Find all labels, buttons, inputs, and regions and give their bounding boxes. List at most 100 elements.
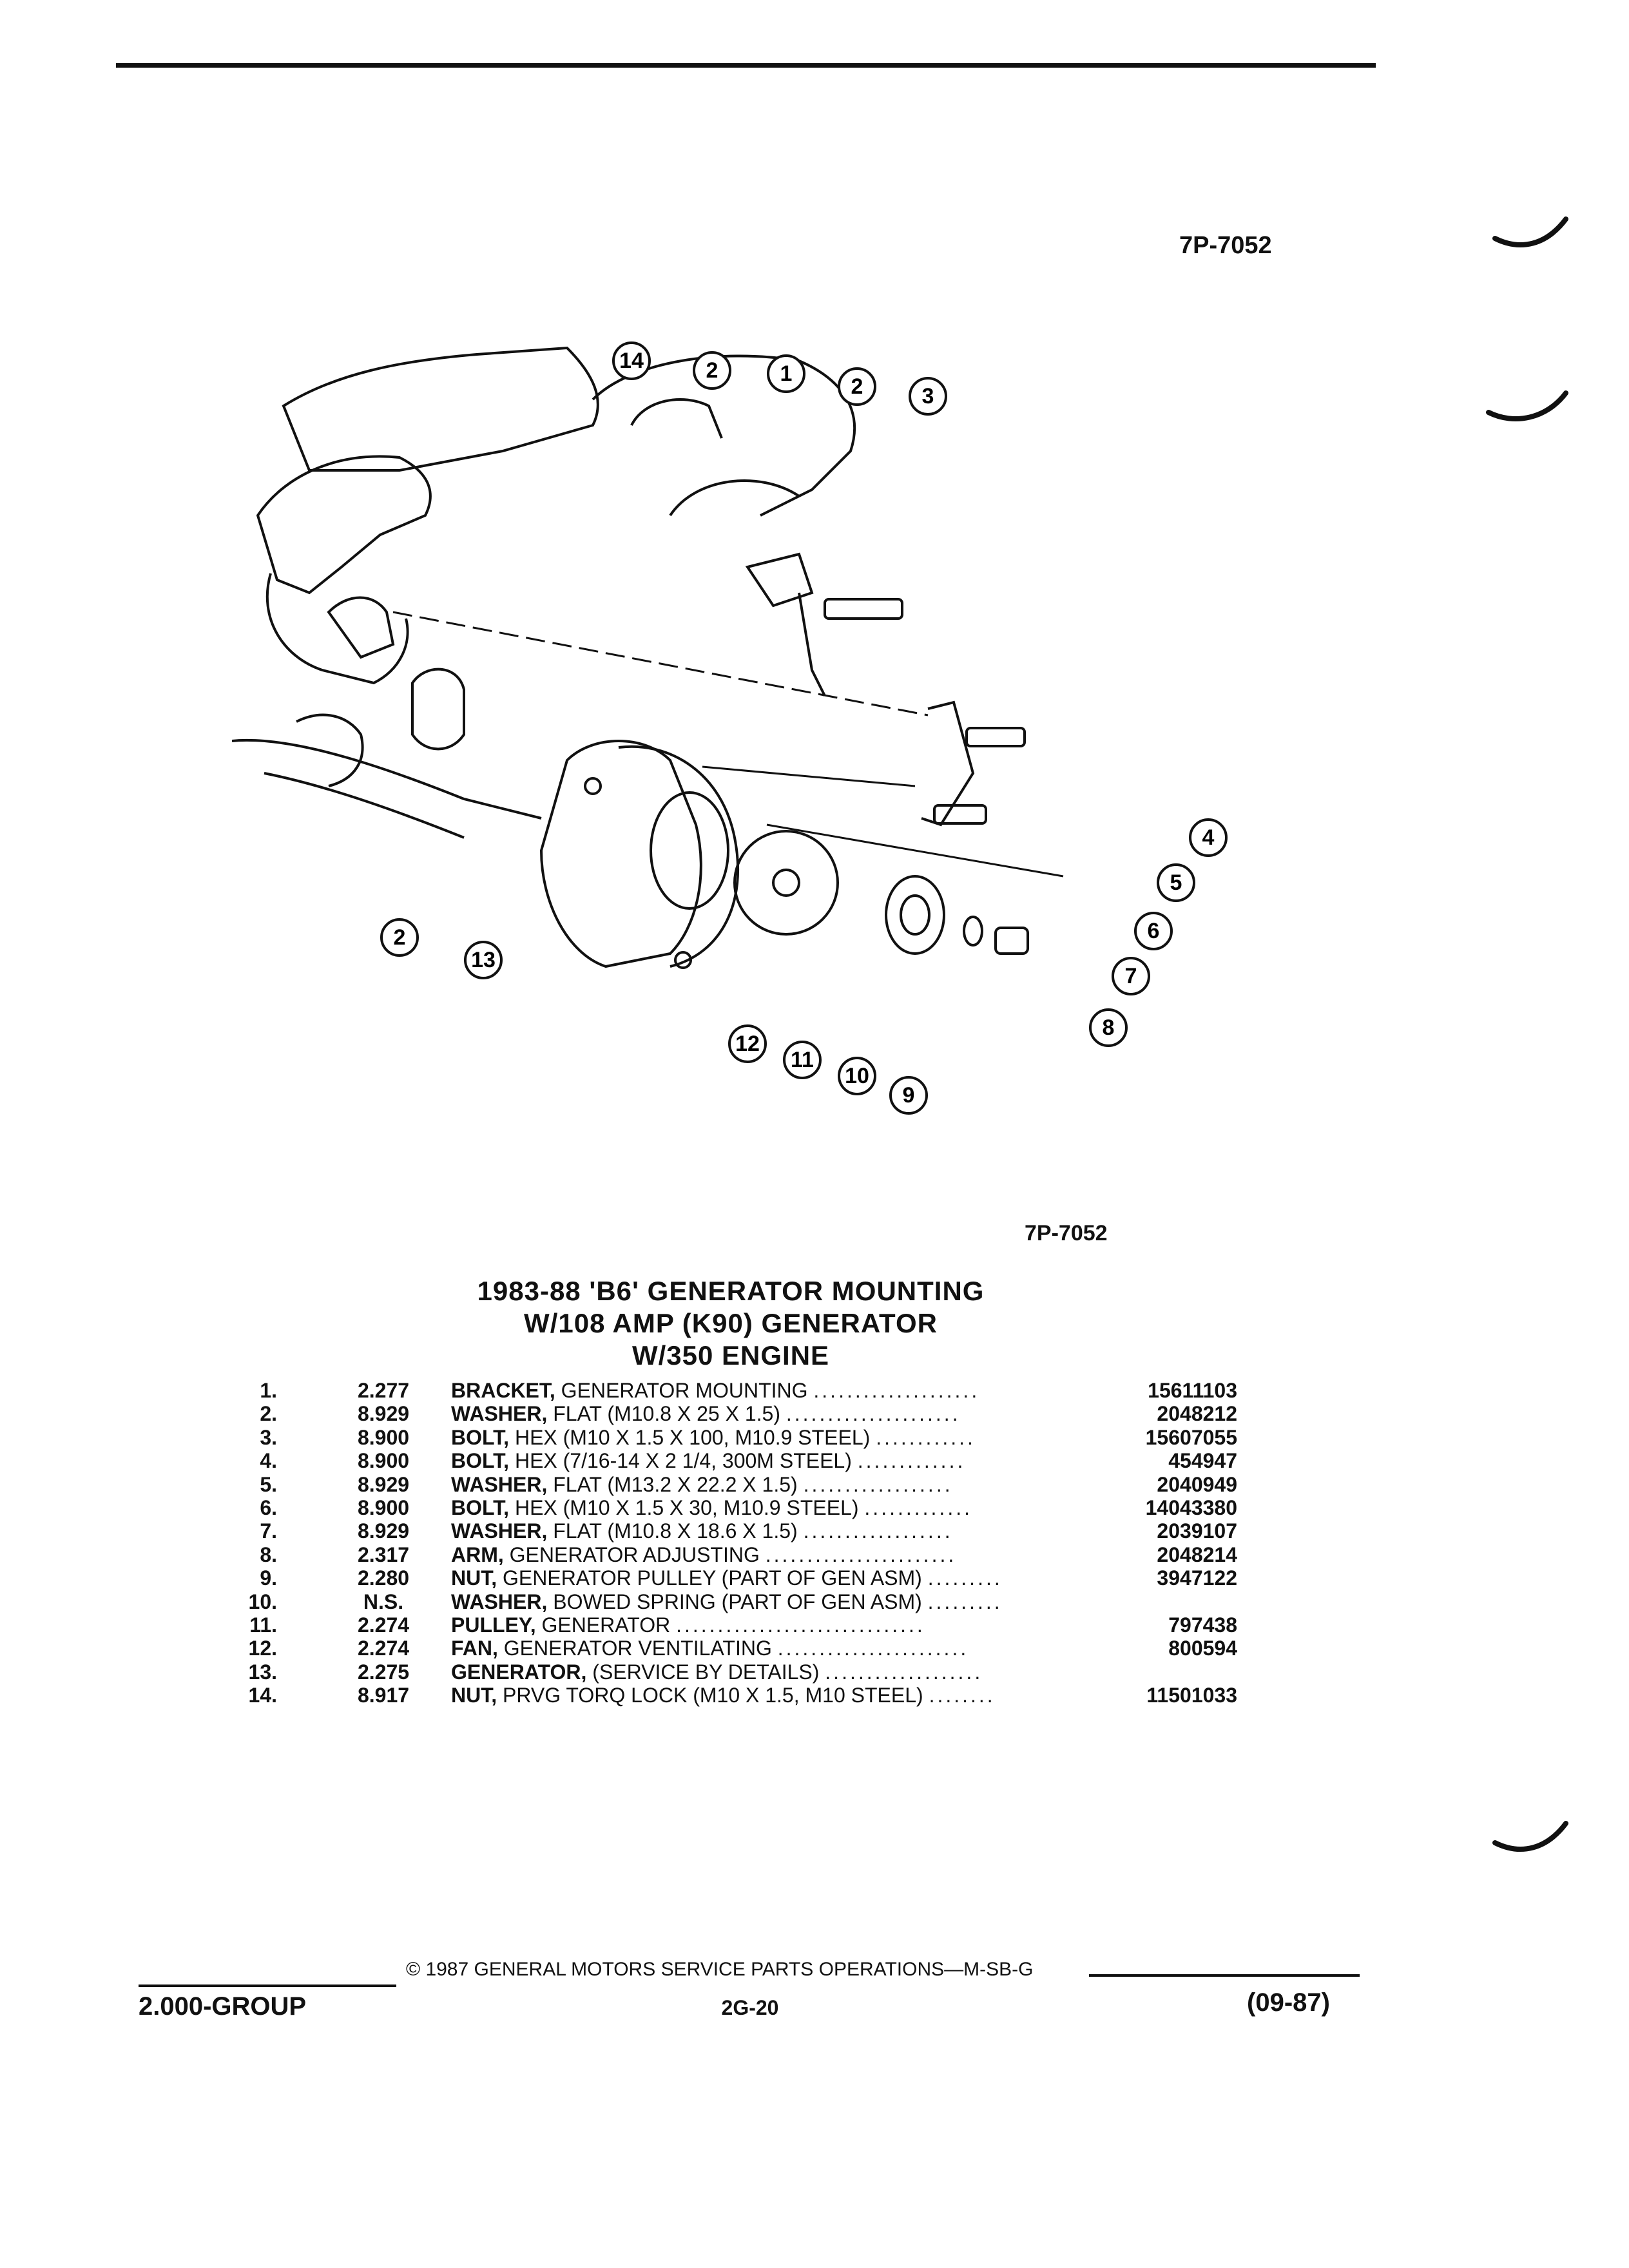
item-number: 7. [260,1519,277,1543]
footer-page-number: 2G-20 [721,1996,779,2019]
item-number: 3. [260,1425,277,1449]
item-description: NUT, GENERATOR PULLEY (PART OF GEN ASM) … [451,1566,1095,1590]
leader-dots: ....................... [765,1542,957,1566]
leader-dots: ................... [825,1660,983,1684]
callout-circle [1157,863,1195,902]
callout-8: 8 [1089,1008,1128,1047]
group-number: 2.317 [357,1542,410,1566]
callout-circle [767,354,805,393]
part-number: 2048214 [1157,1542,1237,1566]
callout-2: 2 [693,351,731,390]
item-description: BOLT, HEX (M10 X 1.5 X 30, M10.9 STEEL) … [451,1496,1095,1520]
margin-check-marks [1486,216,1568,421]
group-number: 8.929 [357,1472,410,1496]
item-name: ARM, [451,1542,504,1566]
fan-outline [733,830,839,936]
callout-circle [889,1076,928,1115]
callout-label: 13 [471,948,496,972]
callout-circle [1112,957,1150,995]
item-detail: BOWED SPRING (PART OF GEN ASM) [553,1590,922,1613]
item-name: WASHER, [451,1472,548,1496]
group-number: 2.277 [357,1379,410,1402]
part-number: 800594 [1168,1637,1237,1660]
callout-10: 10 [838,1057,876,1095]
leader-dots: .................. [803,1472,953,1496]
item-detail: PRVG TORQ LOCK (M10 X 1.5, M10 STEEL) [503,1684,923,1707]
part-number: 3947122 [1157,1566,1237,1590]
group-number: 2.274 [357,1637,410,1660]
leader-dots: ............ [876,1425,976,1449]
callout-label: 11 [791,1048,814,1072]
callout-6: 6 [1134,912,1173,950]
item-number: 4. [260,1449,277,1473]
part-number: 2040949 [1157,1472,1237,1496]
item-detail: (SERVICE BY DETAILS) [592,1660,820,1684]
callout-3: 3 [909,377,947,416]
leader-dots: ..................... [786,1402,961,1426]
group-number: 8.929 [357,1519,410,1543]
item-number: 9. [260,1566,277,1590]
leader-dots: ............. [857,1449,966,1473]
callout-2: 2 [380,918,419,957]
item-name: WASHER, [451,1402,548,1426]
callout-label: 6 [1148,919,1160,943]
callout-label: 1 [780,361,793,386]
figure-id-top: 7P-7052 [1179,232,1272,259]
leader-dots: ......... [927,1566,1003,1590]
callout-circle [1134,912,1173,950]
item-number: 14. [248,1684,277,1707]
group-number: 8.929 [357,1402,410,1426]
item-name: BOLT, [451,1425,510,1449]
callout-9: 9 [889,1076,928,1115]
item-name: BOLT, [451,1495,510,1519]
item-detail: GENERATOR [541,1613,671,1637]
callout-11: 11 [783,1041,822,1079]
callout-12: 12 [728,1024,767,1063]
group-number: N.S. [363,1590,404,1613]
callout-7: 7 [1112,957,1150,995]
part-number: 15607055 [1145,1425,1237,1449]
item-description: GENERATOR, (SERVICE BY DETAILS) ........… [451,1660,1095,1684]
callout-circle [1089,1008,1128,1047]
leader-dots: ....................... [777,1637,969,1660]
part-number: 454947 [1168,1449,1237,1473]
item-detail: HEX (M10 X 1.5 X 100, M10.9 STEEL) [514,1425,871,1449]
leader-dots: ......... [927,1590,1003,1613]
item-name: FAN, [451,1637,498,1660]
callout-circle [693,351,731,390]
item-description: WASHER, FLAT (M10.8 X 25 X 1.5) ........… [451,1402,1095,1426]
group-number: 2.275 [357,1660,410,1684]
item-name: WASHER, [451,1590,548,1613]
item-description: PULLEY, GENERATOR ......................… [451,1613,1095,1637]
group-number: 2.274 [357,1613,410,1637]
item-number: 11. [249,1613,277,1637]
group-number: 8.917 [357,1684,410,1707]
part-number: 11501033 [1146,1684,1237,1707]
callout-label: 2 [394,925,406,950]
generator-outline [539,740,740,969]
leader-dots: .............................. [676,1613,925,1637]
item-description: BOLT, HEX (M10 X 1.5 X 100, M10.9 STEEL)… [451,1426,1095,1450]
item-description: WASHER, FLAT (M13.2 X 22.2 X 1.5) ......… [451,1473,1095,1497]
item-detail: FLAT (M10.8 X 18.6 X 1.5) [553,1519,798,1543]
callout-14: 14 [612,341,651,380]
item-detail: FLAT (M13.2 X 22.2 X 1.5) [553,1472,798,1496]
callout-4: 4 [1189,818,1228,857]
figure-id-bottom: 7P-7052 [1025,1221,1108,1245]
item-description: WASHER, BOWED SPRING (PART OF GEN ASM) .… [451,1590,1095,1614]
callout-label: 2 [706,358,718,383]
item-description: FAN, GENERATOR VENTILATING .............… [451,1637,1095,1660]
footer-copyright: © 1987 GENERAL MOTORS SERVICE PARTS OPER… [406,1959,1034,1980]
callout-label: 2 [851,374,863,399]
